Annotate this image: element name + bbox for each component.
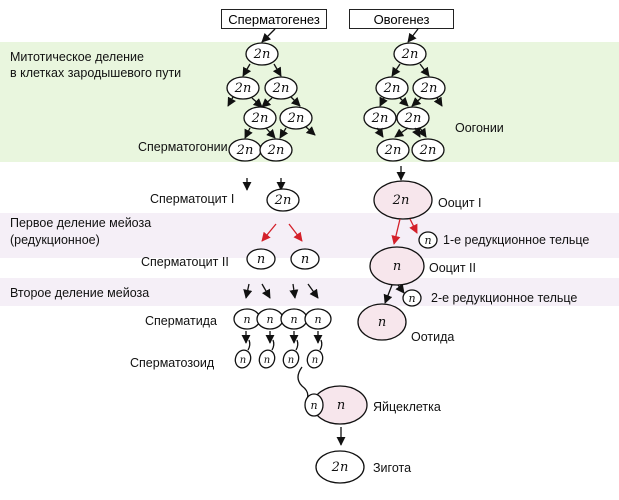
spermatogenesis-branch: [226, 28, 332, 400]
ploidy-2n: 2n: [419, 143, 437, 158]
ploidy-n: n: [424, 234, 431, 247]
ploidy-n: n: [243, 313, 250, 326]
ploidy-n: n: [257, 252, 265, 267]
ploidy-n: n: [266, 313, 273, 326]
label-egg: Яйцеклетка: [373, 400, 441, 414]
label-oogonia: Оогонии: [455, 121, 504, 135]
label-spermatozoid: Сперматозоид: [130, 356, 215, 370]
ploidy-2n: 2n: [267, 143, 285, 158]
ploidy-2n: 2n: [331, 460, 349, 475]
label-spermatocyte1: Сперматоцит I: [150, 192, 235, 206]
ploidy-n: n: [264, 355, 270, 366]
label-oocyte2: Ооцит II: [429, 261, 476, 275]
fertilization: [304, 385, 368, 484]
label-spermatid: Сперматида: [145, 314, 217, 328]
ploidy-2n: 2n: [272, 81, 290, 96]
ploidy-n: n: [290, 313, 297, 326]
ploidy-2n: 2n: [404, 111, 422, 126]
label-spermatocyte2: Сперматоцит II: [141, 255, 229, 269]
ploidy-2n: 2n: [392, 193, 410, 208]
ploidy-2n: 2n: [253, 47, 271, 62]
ploidy-2n: 2n: [251, 111, 269, 126]
ploidy-2n: 2n: [401, 47, 419, 62]
stage-mitotic-line2: в клетках зародышевого пути: [10, 66, 182, 80]
ploidy-n: n: [310, 399, 317, 412]
stage-meiosis2: Второе деление мейоза: [10, 286, 150, 300]
label-zygote: Зигота: [373, 461, 412, 475]
label-oocyte1: Ооцит I: [438, 196, 482, 210]
ploidy-labels: 2n 2n 2n 2n 2n 2n 2n 2n n n n n n n n n …: [234, 47, 438, 475]
ploidy-n: n: [240, 355, 246, 366]
stage-meiosis1-line1: Первое деление мейоза: [10, 216, 152, 230]
ploidy-n: n: [393, 259, 401, 274]
ploidy-2n: 2n: [420, 81, 438, 96]
oogenesis-branch: [357, 28, 446, 341]
ploidy-2n: 2n: [383, 81, 401, 96]
ploidy-n: n: [378, 315, 386, 330]
ploidy-n: n: [288, 355, 294, 366]
stage-mitotic-line1: Митотическое деление: [10, 50, 144, 64]
mitotic-band: [0, 42, 619, 162]
stage-meiosis1-line2: (редукционное): [10, 233, 100, 247]
ploidy-2n: 2n: [371, 111, 389, 126]
ploidy-n: n: [301, 252, 309, 267]
label-spermatogonia: Сперматогонии: [138, 140, 228, 154]
label-polar-body1: 1-е редукционное тельце: [443, 233, 590, 247]
ploidy-2n: 2n: [234, 81, 252, 96]
ploidy-2n: 2n: [236, 143, 254, 158]
header-spermatogenesis: Сперматогенез: [221, 9, 327, 29]
header-oogenesis: Овогенез: [349, 9, 454, 29]
ploidy-2n: 2n: [287, 111, 305, 126]
meiosis2-band: [0, 278, 619, 306]
label-ootid: Оотида: [411, 330, 455, 344]
label-polar-body2: 2-е редукционное тельце: [431, 291, 578, 305]
ploidy-2n: 2n: [274, 193, 292, 208]
ploidy-2n: 2n: [384, 143, 402, 158]
ploidy-n: n: [337, 398, 345, 413]
ploidy-n: n: [408, 292, 415, 305]
ploidy-n: n: [314, 313, 321, 326]
ploidy-n: n: [312, 355, 318, 366]
